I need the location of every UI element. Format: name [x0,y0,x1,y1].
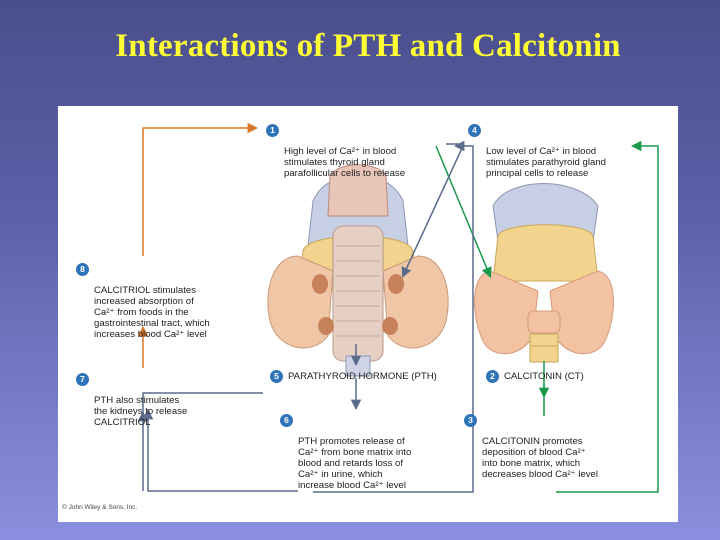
copyright-notice: © John Wiley & Sons, Inc. [62,504,138,511]
step-3-description: CALCITONIN promotes deposition of blood … [482,436,598,480]
step-5-description: PARATHYROID HORMONE (PTH) [288,371,437,382]
step-1-badge: 1 [266,124,279,137]
step-4-description: Low level of Ca²⁺ in blood stimulates pa… [486,146,606,179]
step-5-badge: 5 [270,370,283,383]
diagram-artwork [137,122,659,493]
step-4-badge: 4 [468,124,481,137]
pth-pathway-arrows [137,140,474,493]
thyroid-illustration [474,183,614,363]
step-2-badge: 2 [486,370,499,383]
step-8-badge: 8 [76,263,89,276]
step-4-text: 4 Low level of Ca²⁺ in blood stimulates … [468,124,606,179]
step-6-badge: 6 [280,414,293,427]
step-6-description: PTH promotes release of Ca²⁺ from bone m… [298,436,412,491]
step-1-text: 1 High level of Ca²⁺ in blood stimulates… [266,124,406,179]
step-7-text: 7 PTH also stimulates the kidneys to rel… [76,373,188,428]
calcitriol-pathway-arrows [137,122,259,368]
diagram-figure: 1 High level of Ca²⁺ in blood stimulates… [58,106,678,522]
step-2-text: 2 CALCITONIN (CT) [486,370,584,383]
step-8-description: CALCITRIOL stimulates increased absorpti… [94,285,210,340]
calcitonin-pathway-arrows [435,140,659,493]
step-3-text: 3 CALCITONIN promotes deposition of bloo… [464,414,598,480]
step-6-text: 6 PTH promotes release of Ca²⁺ from bone… [280,414,412,491]
parathyroid-illustration [267,164,449,377]
step-3-badge: 3 [464,414,477,427]
step-7-description: PTH also stimulates the kidneys to relea… [94,395,188,428]
slide-title: Interactions of PTH and Calcitonin [115,28,621,64]
step-5-text: 5 PARATHYROID HORMONE (PTH) [270,370,437,383]
step-7-badge: 7 [76,373,89,386]
step-1-description: High level of Ca²⁺ in blood stimulates t… [284,146,406,179]
step-8-text: 8 CALCITRIOL stimulates increased absorp… [76,263,210,340]
step-2-description: CALCITONIN (CT) [504,371,584,382]
